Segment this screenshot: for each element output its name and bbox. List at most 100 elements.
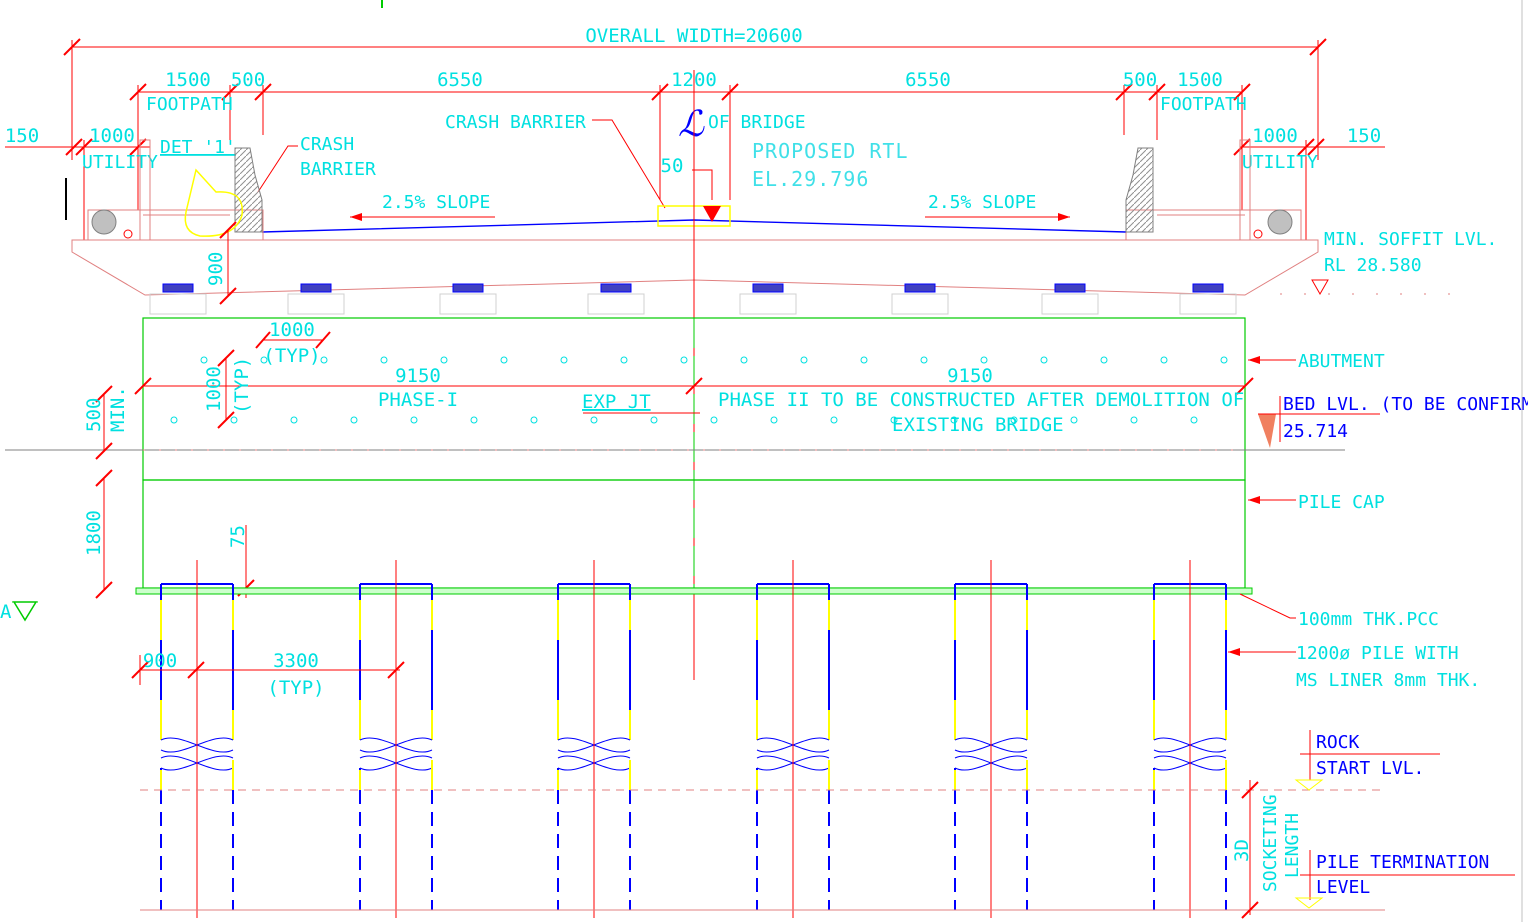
dowel — [470, 416, 478, 424]
socketing-label: SOCKETING — [1260, 794, 1281, 892]
dim-1500-left: 1500 — [165, 69, 211, 91]
dowel — [1220, 356, 1228, 364]
dimension-texts: 150 1000 1500 500 6550 1200 6550 500 150… — [5, 69, 1381, 286]
dim-500: 500 — [83, 398, 105, 432]
dim-50: 50 — [661, 155, 684, 177]
pile-2 — [359, 560, 433, 918]
bearing-5 — [739, 283, 797, 315]
dim-1500-right: 1500 — [1177, 69, 1223, 91]
pile-3 — [557, 560, 631, 918]
typ-label-pile: (TYP) — [267, 677, 324, 699]
dowel — [650, 416, 658, 424]
exp-jt-label: EXP JT — [582, 391, 651, 413]
bed-level-value: 25.714 — [1283, 421, 1348, 442]
dim-1000-typ: 1000 — [269, 319, 315, 341]
dowel — [680, 356, 688, 364]
dowel — [410, 416, 418, 424]
dim-6550-right: 6550 — [905, 69, 951, 91]
dim-9150-left: 9150 — [395, 365, 441, 387]
dim-1000-right: 1000 — [1252, 125, 1298, 147]
typ-label-h: (TYP) — [263, 345, 320, 367]
typ-label-v: (TYP) — [231, 357, 253, 414]
dowel-rows — [170, 356, 1228, 424]
slope-left-label: 2.5% SLOPE — [382, 192, 490, 213]
phase-1-label: PHASE-I — [378, 389, 458, 411]
dowel — [860, 356, 868, 364]
bearing-3 — [439, 283, 497, 315]
dowel — [770, 416, 778, 424]
min-label: MIN. — [107, 386, 129, 432]
pile-label-b: MS LINER 8mm THK. — [1296, 670, 1480, 691]
pile-cap-label: PILE CAP — [1298, 492, 1385, 513]
termination-triangle — [1294, 897, 1324, 909]
bolt-circle-left — [91, 209, 133, 239]
pcc-label: 100mm THK.PCC — [1298, 609, 1439, 630]
dowel — [170, 416, 178, 424]
termination-label-b: LEVEL — [1316, 877, 1370, 898]
dowel — [950, 416, 958, 424]
dim-900: 900 — [143, 650, 177, 672]
dim-75: 75 — [227, 525, 249, 548]
bearing-2 — [287, 283, 345, 315]
dowel — [530, 416, 538, 424]
dim-500-right: 500 — [1123, 69, 1157, 91]
phase-dimensions — [134, 377, 1254, 414]
crash-barrier-right-hatch — [1125, 147, 1154, 233]
soffit-label-b: RL 28.580 — [1324, 255, 1422, 276]
dowel — [200, 356, 208, 364]
dowel — [590, 416, 598, 424]
dowel — [830, 416, 838, 424]
dowel — [500, 356, 508, 364]
dowel — [440, 356, 448, 364]
abutment-label: ABUTMENT — [1298, 351, 1385, 372]
phase-2-label-b: EXISTING BRIDGE — [892, 414, 1064, 436]
dowel — [740, 356, 748, 364]
dowel — [230, 416, 238, 424]
footpath-left-label: FOOTPATH — [146, 94, 233, 115]
footpath-right-label: FOOTPATH — [1160, 94, 1247, 115]
centerline-symbol: ℒ — [678, 104, 705, 145]
footpath-left — [87, 139, 264, 241]
typ-spacing-dims — [217, 331, 331, 429]
dim-1800: 1800 — [83, 510, 105, 556]
dim-150-left: 150 — [5, 125, 39, 147]
overall-dimension: OVERALL WIDTH=20600 — [63, 25, 1327, 160]
pile-label-a: 1200ø PILE WITH — [1296, 643, 1459, 664]
dowel — [620, 356, 628, 364]
dowel — [1160, 356, 1168, 364]
of-bridge-label: OF BRIDGE — [708, 112, 806, 133]
rtl-elevation-label: EL.29.796 — [752, 167, 869, 191]
crash-barrier-label-a: CRASH — [300, 134, 354, 155]
crash-barrier-center-label: CRASH BARRIER — [445, 112, 586, 133]
dowel — [920, 356, 928, 364]
bearing-6 — [891, 283, 949, 315]
rock-label-b: START LVL. — [1316, 758, 1424, 779]
bearing-7 — [1041, 283, 1099, 315]
top-labels: FOOTPATH FOOTPATH UTILITY UTILITY DET '1… — [82, 94, 1497, 276]
slope-right-label: 2.5% SLOPE — [928, 192, 1036, 213]
dowel — [260, 356, 268, 364]
dim-3300: 3300 — [273, 650, 319, 672]
dowel — [710, 416, 718, 424]
dowel — [1010, 416, 1018, 424]
dowel — [1130, 416, 1138, 424]
segment-dimensions — [5, 83, 1385, 240]
pile-1 — [160, 560, 234, 918]
dowel — [290, 416, 298, 424]
bed-level-label: BED LVL. (TO BE CONFIRMI — [1283, 394, 1528, 415]
dim-3d: 3D — [1231, 839, 1253, 862]
dim-150-right: 150 — [1347, 125, 1381, 147]
dowel — [890, 416, 898, 424]
dowel — [1070, 416, 1078, 424]
slope-arrowheads — [350, 213, 1070, 221]
dim-500-left: 500 — [231, 69, 265, 91]
det-1-label: DET '1' — [160, 137, 236, 158]
rock-level-triangle — [1294, 779, 1324, 791]
dowel — [380, 356, 388, 364]
bearing-8 — [1179, 283, 1237, 315]
pile-5 — [954, 560, 1028, 918]
bed-level-triangle — [1258, 414, 1276, 448]
dim-1000-typ-v: 1000 — [203, 366, 225, 412]
bearing-1 — [149, 283, 207, 315]
